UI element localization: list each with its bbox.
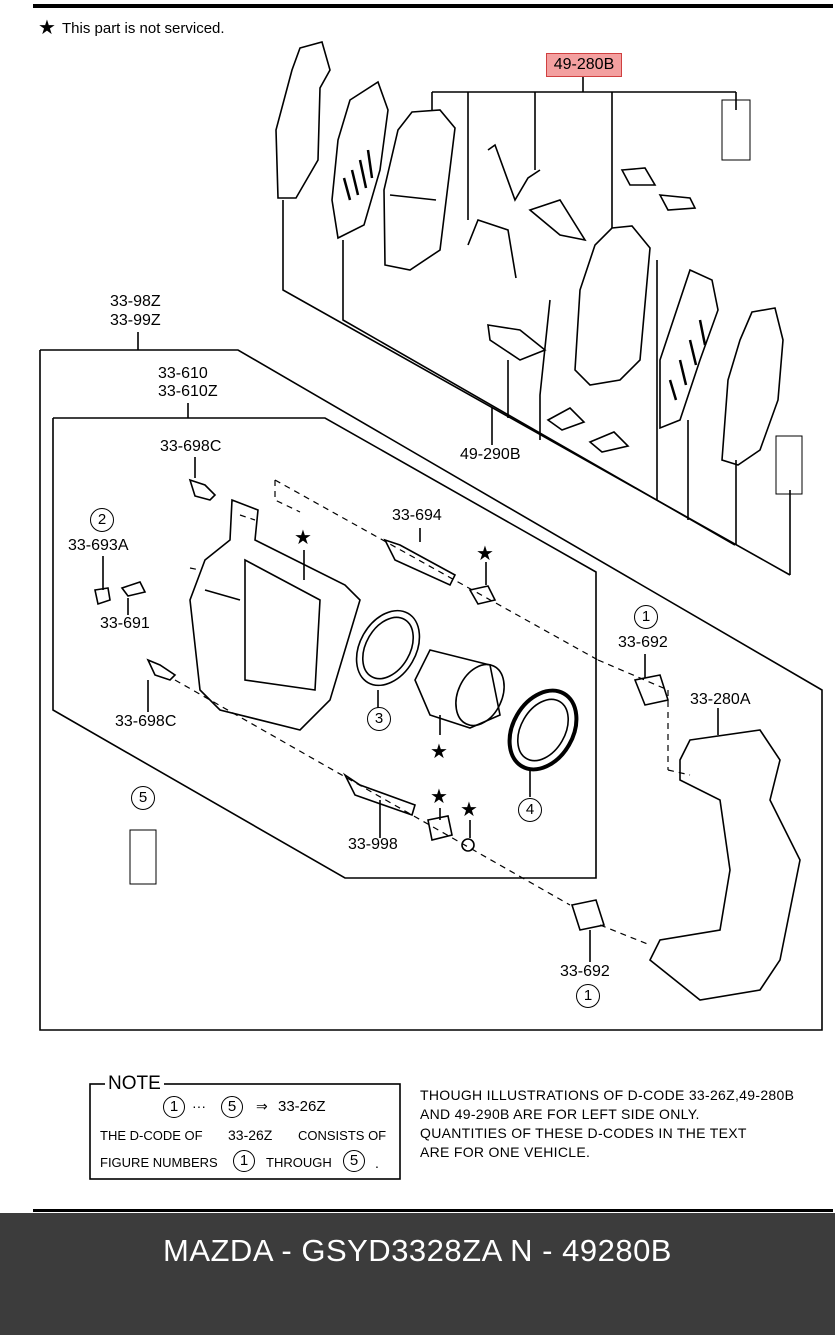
- header-star-icon: ★: [38, 17, 56, 39]
- label-33-693a: 33-693A: [68, 537, 129, 554]
- note-title: NOTE: [105, 1073, 164, 1095]
- note-line3-to: 5: [343, 1150, 365, 1172]
- highlighted-part-label[interactable]: 49-280B: [546, 53, 622, 77]
- label-33-610: 33-610: [158, 365, 208, 382]
- label-33-698c-bottom: 33-698C: [115, 713, 177, 730]
- not-serviced-star-icon: ★: [294, 527, 312, 549]
- note-arrow: ⇒: [256, 1098, 268, 1114]
- header-note: This part is not serviced.: [62, 20, 225, 37]
- footer-title: MAZDA - GSYD3328ZA N - 49280B: [163, 1233, 672, 1268]
- bottom-divider: [33, 1209, 833, 1212]
- label-49-290b: 49-290B: [460, 446, 521, 463]
- note-code: 33-26Z: [278, 1098, 326, 1115]
- right-note-line-3: QUANTITIES OF THESE D-CODES IN THE TEXT: [420, 1125, 747, 1141]
- note-ellipsis: ···: [192, 1098, 206, 1114]
- callout-1-bottom: 1: [576, 984, 600, 1008]
- note-line2-c: CONSISTS OF: [298, 1128, 387, 1143]
- right-note-line-4: ARE FOR ONE VEHICLE.: [420, 1144, 591, 1160]
- note-range-to: 5: [221, 1096, 243, 1118]
- not-serviced-star-icon: ★: [460, 799, 478, 821]
- note-line2-a: THE D-CODE OF: [100, 1128, 203, 1143]
- label-33-99z: 33-99Z: [110, 312, 161, 329]
- note-line3-a: FIGURE NUMBERS: [100, 1155, 218, 1170]
- note-line2-b: 33-26Z: [228, 1127, 273, 1143]
- parts-diagram: ★ This part is not serviced. 49-280B 33-…: [33, 4, 833, 1180]
- not-serviced-star-icon: ★: [430, 741, 448, 763]
- note-range-from: 1: [163, 1096, 185, 1118]
- callout-3: 3: [367, 707, 391, 731]
- right-note-line-1: THOUGH ILLUSTRATIONS OF D-CODE 33-26Z,49…: [420, 1087, 795, 1103]
- label-33-280a: 33-280A: [690, 691, 751, 708]
- not-serviced-star-icon: ★: [430, 786, 448, 808]
- callout-1-top: 1: [634, 605, 658, 629]
- callout-4: 4: [518, 798, 542, 822]
- label-33-692-top: 33-692: [618, 634, 668, 651]
- diagram-lines: [33, 4, 833, 1180]
- note-line3-from: 1: [233, 1150, 255, 1172]
- not-serviced-star-icon: ★: [476, 543, 494, 565]
- label-33-98z: 33-98Z: [110, 293, 161, 310]
- footer-bar: MAZDA - GSYD3328ZA N - 49280B: [0, 1213, 835, 1335]
- label-33-698c-top: 33-698C: [160, 438, 222, 455]
- label-33-998: 33-998: [348, 836, 398, 853]
- callout-5: 5: [131, 786, 155, 810]
- note-line3-b: THROUGH: [266, 1155, 332, 1170]
- label-33-692-bottom: 33-692: [560, 963, 610, 980]
- note-line3-end: .: [375, 1155, 379, 1171]
- callout-2: 2: [90, 508, 114, 532]
- label-33-610z: 33-610Z: [158, 383, 218, 400]
- label-33-691: 33-691: [100, 615, 150, 632]
- label-33-694: 33-694: [392, 507, 442, 524]
- right-note-line-2: AND 49-290B ARE FOR LEFT SIDE ONLY.: [420, 1106, 700, 1122]
